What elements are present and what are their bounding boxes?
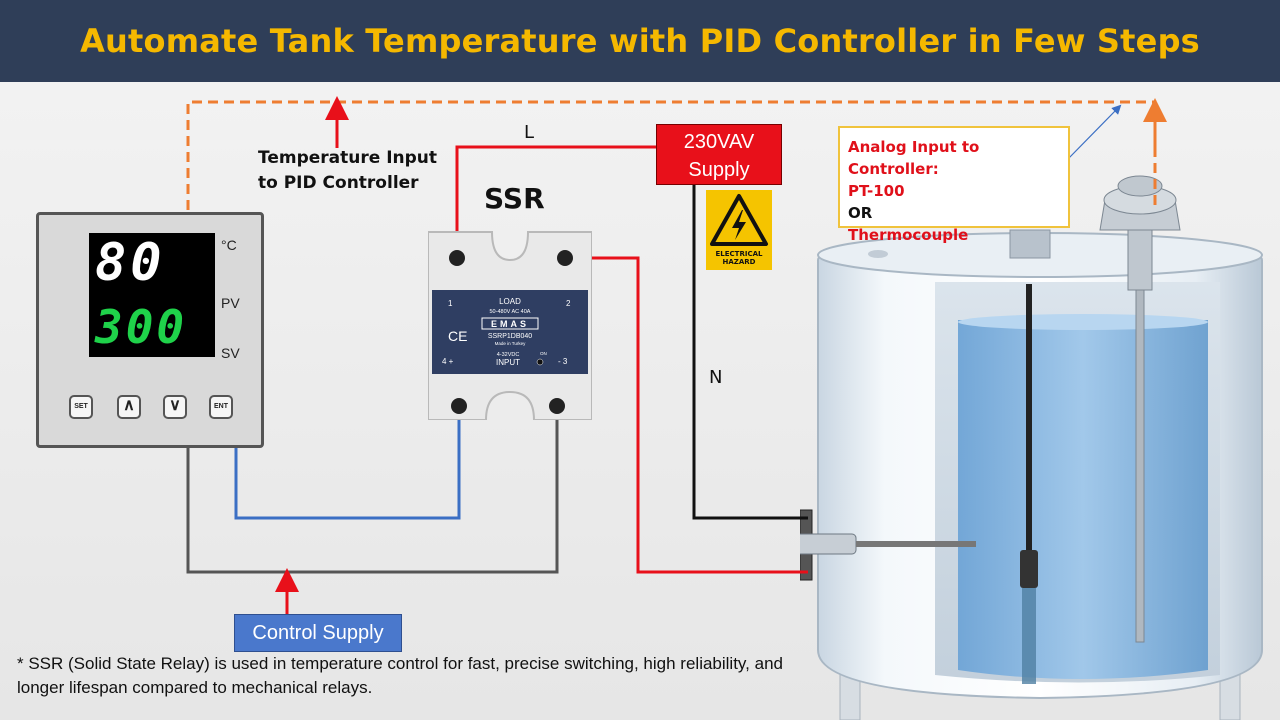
live-wire-load: [565, 256, 808, 574]
chevron-up-icon: ∧: [123, 397, 135, 414]
top-port: [1009, 229, 1051, 259]
control-supply-box: Control Supply: [234, 614, 402, 652]
tank: [800, 175, 1263, 720]
neutral-wire-N: [692, 185, 808, 520]
ssr-terminal-1-label: 1: [448, 299, 453, 308]
page-title: Automate Tank Temperature with PID Contr…: [80, 22, 1200, 60]
set-button[interactable]: SET: [69, 395, 93, 419]
control-wire-negative: [186, 405, 559, 574]
pv-readout: 80: [95, 233, 166, 293]
footnote: * SSR (Solid State Relay) is used in tem…: [17, 654, 783, 697]
sv-label: SV: [221, 345, 240, 361]
ssr-brand-box: [481, 317, 539, 330]
ssr-terminal-4: [451, 398, 467, 414]
ssr-terminal-2: [557, 250, 573, 266]
ce-mark: CE: [448, 328, 467, 344]
ssr-on-label: ON: [540, 351, 547, 356]
ssr-load-label: LOAD: [499, 297, 521, 306]
tank-water: [958, 320, 1208, 679]
ssr-origin: Made in Turkey: [495, 341, 527, 346]
level-probe-cable: [1026, 284, 1032, 554]
level-probe: [1020, 550, 1038, 588]
solid-state-relay: 1 2 LOAD 50-480V AC 40A CE EMAS SSRP1DB0…: [428, 231, 592, 420]
electrical-hazard-sign: ELECTRICAL HAZARD: [706, 190, 772, 270]
pid-controller: 80 300 °C PV SV SET ∧ ∨ ENT: [36, 212, 264, 448]
ent-button[interactable]: ENT: [209, 395, 233, 419]
signal-pointer: [1066, 104, 1122, 161]
control-wire-positive: [234, 405, 461, 520]
ssr-terminal-1: [449, 250, 465, 266]
ssr-label: SSR: [484, 182, 545, 215]
level-probe-body: [1022, 588, 1036, 684]
down-button[interactable]: ∨: [163, 395, 187, 419]
ssr-input-label: INPUT: [496, 358, 520, 367]
ssr-model: SSRP1DB040: [488, 333, 532, 340]
sensor-neck: [1127, 229, 1153, 291]
title-banner: Automate Tank Temperature with PID Contr…: [0, 0, 1280, 82]
heater-element: [856, 541, 976, 547]
live-wire-L: [455, 145, 656, 258]
chevron-down-icon: ∨: [169, 397, 181, 414]
hazard-triangle-icon: [710, 194, 768, 246]
analog-input-note: Analog Input to Controller: PT-100 OR Th…: [838, 126, 1070, 244]
ssr-label-plate: [432, 290, 588, 374]
signal-wire: [186, 100, 1157, 210]
ssr-brand: EMAS: [491, 319, 529, 329]
wire-n-label: N: [709, 367, 723, 388]
ssr-terminal-4-label: 4 +: [442, 357, 454, 366]
ssr-load-spec: 50-480V AC 40A: [490, 309, 531, 315]
ssr-led-icon: [536, 358, 544, 366]
sv-readout: 300: [95, 300, 188, 354]
ssr-input-spec: 4-32VDC: [497, 352, 520, 358]
unit-label: °C: [221, 237, 237, 253]
wire-l-label: L: [524, 122, 535, 143]
controller-display: [89, 233, 215, 357]
up-button[interactable]: ∧: [117, 395, 141, 419]
ssr-terminal-2-label: 2: [566, 299, 571, 308]
power-supply-box: 230VAV Supply: [656, 124, 782, 185]
pv-label: PV: [221, 295, 240, 311]
ssr-terminal-3: [549, 398, 565, 414]
temperature-input-label: Temperature Input to PID Controller: [258, 148, 438, 193]
ssr-terminal-3-label: - 3: [558, 357, 568, 366]
